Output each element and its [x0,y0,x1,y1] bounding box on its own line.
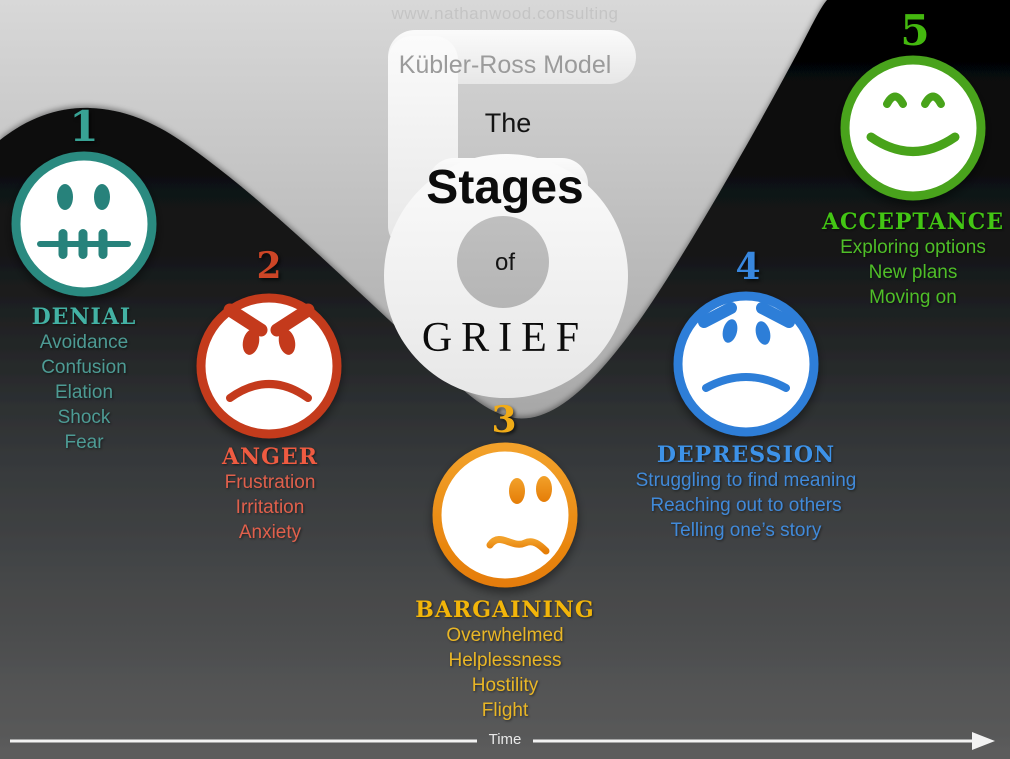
stage-item: Overwhelmed [446,625,564,646]
stage-item: New plans [868,262,958,283]
title-of: of [494,249,516,276]
title-the: The [484,108,532,138]
stage-block-bargaining: BARGAINING Overwhelmed Helplessness Host… [415,597,594,723]
stage-item: Anxiety [238,522,302,543]
stage-item: Flight [481,700,529,721]
stage-item: Struggling to find meaning [635,470,857,491]
stage-block-depression: DEPRESSION Struggling to find meaning Re… [636,442,857,543]
stage-item: Elation [54,382,114,403]
stage-title-denial: DENIAL [31,304,137,330]
stage-number-4: 4 [735,246,761,288]
worried-face-icon [432,442,578,588]
stage-item: Reaching out to others [650,495,842,516]
timeline-label: Time [488,731,522,748]
angry-face-icon [196,293,342,439]
sad-face-icon [673,291,819,437]
stage-item: Exploring options [840,237,986,258]
big-five-shape [383,30,636,399]
zipped-mouth-face-icon [11,151,157,297]
stage-block-anger: ANGER Frustration Irritation Anxiety [222,444,318,545]
stage-number-2: 2 [256,245,282,287]
stage-item: Shock [57,407,111,428]
model-subtitle: Kübler-Ross Model [398,51,612,79]
stage-title-depression: DEPRESSION [656,442,836,468]
stage-title-bargaining: BARGAINING [415,597,595,623]
stage-number-1: 1 [69,102,99,151]
stage-item: Confusion [41,357,127,378]
stage-item: Helplessness [448,650,562,671]
stage-item: Fear [64,432,104,453]
stage-item: Moving on [869,287,957,308]
stage-item: Telling one’s story [670,520,822,541]
stage-item: Irritation [235,497,305,518]
watermark: www.nathanwood.consulting [391,4,619,23]
title-stages: Stages [426,161,584,214]
stage-title-anger: ANGER [221,444,319,470]
stage-item: Avoidance [39,332,129,353]
happy-face-icon [840,55,986,201]
timeline-axis [10,732,995,750]
stage-number-3: 3 [491,399,517,441]
stage-item: Frustration [224,472,316,493]
stage-block-acceptance: ACCEPTANCE Exploring options New plans M… [822,209,1004,310]
stage-item: Hostility [471,675,539,696]
title-grief: GRIEF [421,315,589,361]
stage-number-5: 5 [900,6,930,55]
stage-block-denial: DENIAL Avoidance Confusion Elation Shock… [32,304,137,455]
stage-title-acceptance: ACCEPTANCE [821,209,1005,235]
timeline-arrow-icon [972,732,995,750]
